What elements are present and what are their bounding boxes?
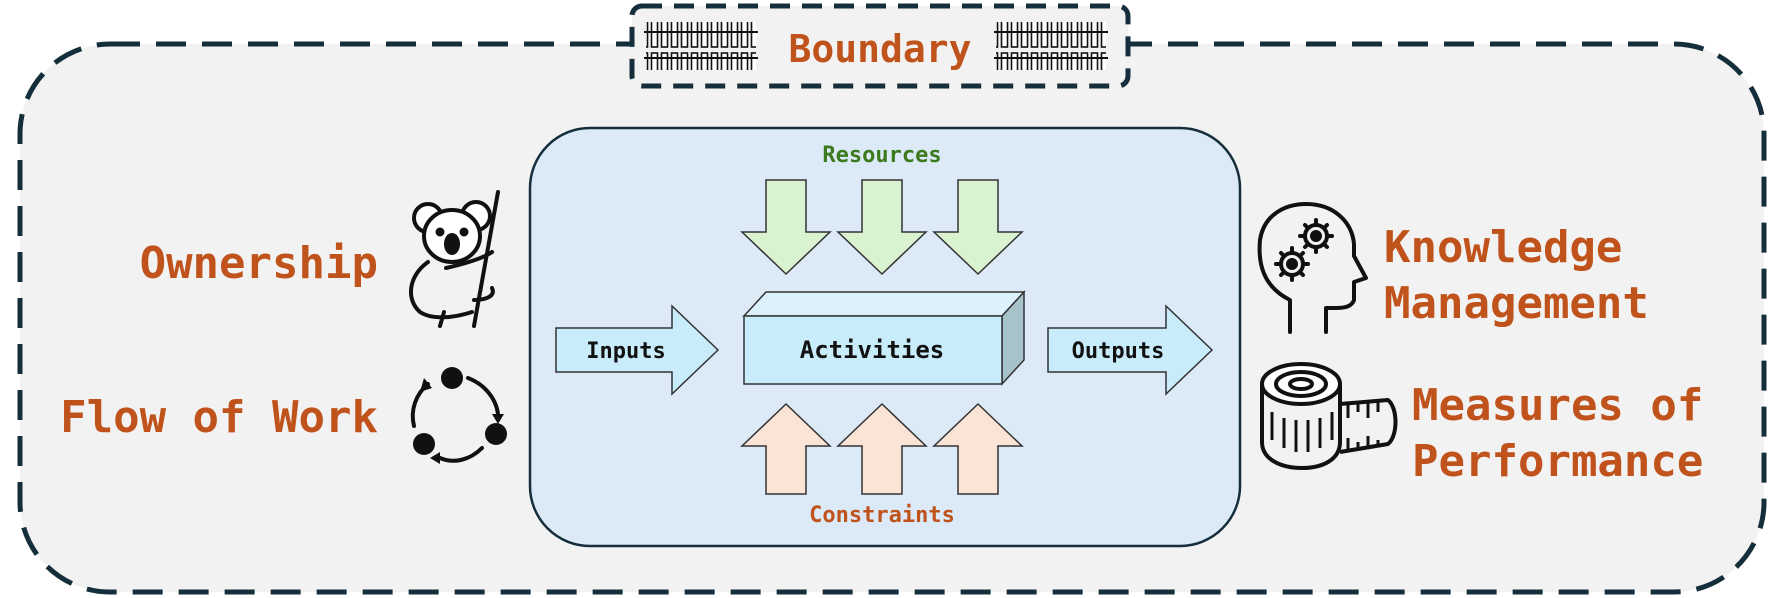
constraint-arrow-1 (740, 402, 832, 495)
constraint-arrows (740, 402, 1024, 495)
resource-arrows (740, 179, 1024, 276)
knowledge-management-label-line1: Knowledge (1384, 222, 1622, 273)
constraint-arrow-3 (932, 402, 1024, 495)
resource-arrow-3 (932, 179, 1024, 276)
head-gears-icon (1257, 202, 1368, 334)
inputs-arrow (555, 304, 720, 396)
measures-of-performance-label-line1: Measures of (1412, 380, 1703, 431)
measuring-tape-icon (1260, 362, 1398, 470)
constraints-label: Constraints (809, 503, 955, 528)
outputs-label: Outputs (1072, 339, 1165, 364)
boundary-label: Boundary (788, 27, 971, 71)
activities-box (742, 290, 1026, 386)
activities-label: Activities (800, 336, 945, 364)
inputs-label: Inputs (586, 339, 665, 364)
fence-right-icon (994, 22, 1108, 70)
flow-of-work-label: Flow of Work (60, 392, 378, 443)
resource-arrow-1 (740, 179, 832, 276)
constraint-arrow-2 (836, 402, 928, 495)
resource-arrow-2 (836, 179, 928, 276)
outputs-arrow (1047, 304, 1214, 396)
knowledge-management-label-line2: Management (1384, 278, 1649, 329)
ownership-label: Ownership (140, 238, 378, 289)
fence-left-icon (644, 22, 758, 70)
resources-label: Resources (822, 143, 941, 168)
measures-of-performance-label-line2: Performance (1412, 436, 1703, 487)
cycle-flow-icon (410, 367, 507, 464)
koala-climbing-icon (408, 190, 500, 328)
